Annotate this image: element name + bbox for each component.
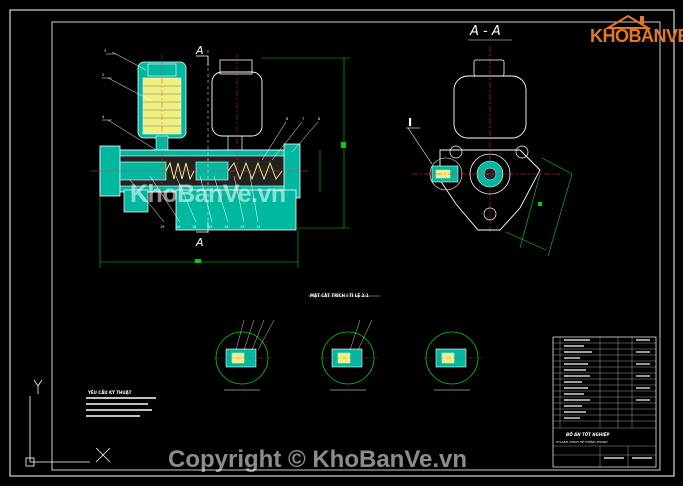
watermark-bottom: Copyright © KhoBanVe.vn [168,446,468,473]
svg-text:15: 15 [208,225,212,229]
main-section-view: 3 2 4 6 7 8 19 18 16 15 14 13 12 [90,49,350,268]
notes-title: YÊU CẦU KỸ THUẬT [88,390,132,395]
svg-text:6: 6 [286,117,288,121]
logo-text: KHOBANVE [590,26,683,46]
detail-view-title: MẶT CẮT TRÍCH I TỈ LỆ 2:1 [310,293,369,298]
technical-notes [86,397,156,417]
svg-text:2: 2 [102,73,104,77]
title-block [552,336,657,468]
svg-text:12: 12 [256,225,260,229]
svg-text:14: 14 [224,225,229,229]
cut-marker-top: A [196,44,204,57]
svg-text:4: 4 [102,115,105,119]
svg-text:7: 7 [302,117,304,121]
section-title: A - A [470,24,501,39]
svg-text:16: 16 [192,225,196,229]
titleblock-subtitle: XYLANH CHÍNH HỆ THỐNG PHANH [556,440,608,444]
ucs-axis-icon [25,379,111,467]
svg-text:8: 8 [318,117,320,121]
svg-text:3: 3 [104,49,106,53]
svg-text:19: 19 [160,225,164,229]
detail-marker: I [408,116,413,129]
cut-marker-bottom: A [196,236,204,249]
section-a-a-view [406,39,573,257]
svg-text:13: 13 [240,225,244,229]
outer-frame [9,9,675,477]
svg-text:18: 18 [176,225,180,229]
titleblock-title: ĐỒ ÁN TỐT NGHIỆP [566,432,610,437]
khobanve-logo [604,14,652,29]
inner-frame [51,21,661,471]
detail-views [214,295,482,391]
watermark-center: KhoBanVe.vn [130,180,286,208]
